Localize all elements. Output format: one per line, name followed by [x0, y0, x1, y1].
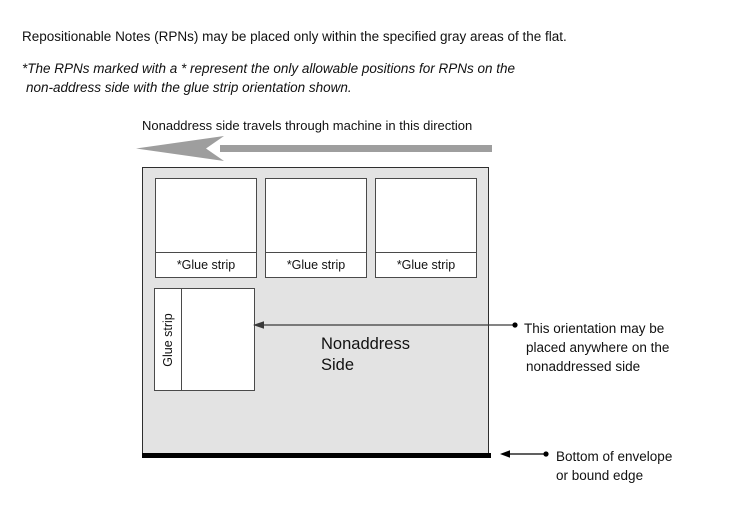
header-note-line-2: non-address side with the glue strip ori…: [26, 80, 352, 95]
glue-strip-band: *Glue strip: [266, 252, 366, 277]
bottom-edge-callout-line-2: or bound edge: [556, 468, 644, 483]
nonaddress-side-label-line-2: Side: [321, 356, 355, 374]
orientation-callout-line-2: placed anywhere on the: [526, 340, 670, 355]
bottom-edge-callout-leader-icon: [500, 450, 549, 458]
glue-strip-band: *Glue strip: [156, 252, 256, 277]
orientation-callout-line-1: This orientation may be: [524, 321, 665, 336]
direction-caption: Nonaddress side travels through machine …: [142, 118, 473, 133]
orientation-callout-leader-icon: [253, 321, 518, 329]
glue-strip-band-vertical: Glue strip: [155, 289, 182, 390]
envelope-nonaddress-side: *Glue strip *Glue strip *Glue strip Glue…: [142, 167, 489, 457]
nonaddress-side-label: Nonaddress Side: [321, 334, 410, 376]
glue-strip-label: *Glue strip: [396, 258, 456, 272]
orientation-callout-line-3: nonaddressed side: [526, 359, 641, 374]
glue-strip-label: *Glue strip: [286, 258, 346, 272]
header-main-text: Repositionable Notes (RPNs) may be place…: [22, 29, 567, 44]
nonaddress-side-label-line-1: Nonaddress: [321, 335, 410, 353]
bottom-edge-callout-line-1: Bottom of envelope: [556, 449, 673, 464]
rpn-box[interactable]: *Glue strip: [375, 178, 477, 278]
rpn-box[interactable]: *Glue strip: [155, 178, 257, 278]
bottom-edge-callout-text: Bottom of envelope or bound edge: [556, 447, 736, 485]
envelope-bottom-edge: [142, 453, 491, 458]
glue-strip-band: *Glue strip: [376, 252, 476, 277]
glue-strip-label: *Glue strip: [176, 258, 236, 272]
orientation-callout-text: This orientation may be placed anywhere …: [524, 319, 724, 376]
header-note-line-1: *The RPNs marked with a * represent the …: [22, 61, 515, 76]
rpn-box[interactable]: *Glue strip: [265, 178, 367, 278]
direction-arrow-icon: [136, 136, 492, 161]
glue-strip-label-vertical: Glue strip: [161, 312, 175, 367]
rpn-box-vertical[interactable]: Glue strip: [154, 288, 255, 391]
